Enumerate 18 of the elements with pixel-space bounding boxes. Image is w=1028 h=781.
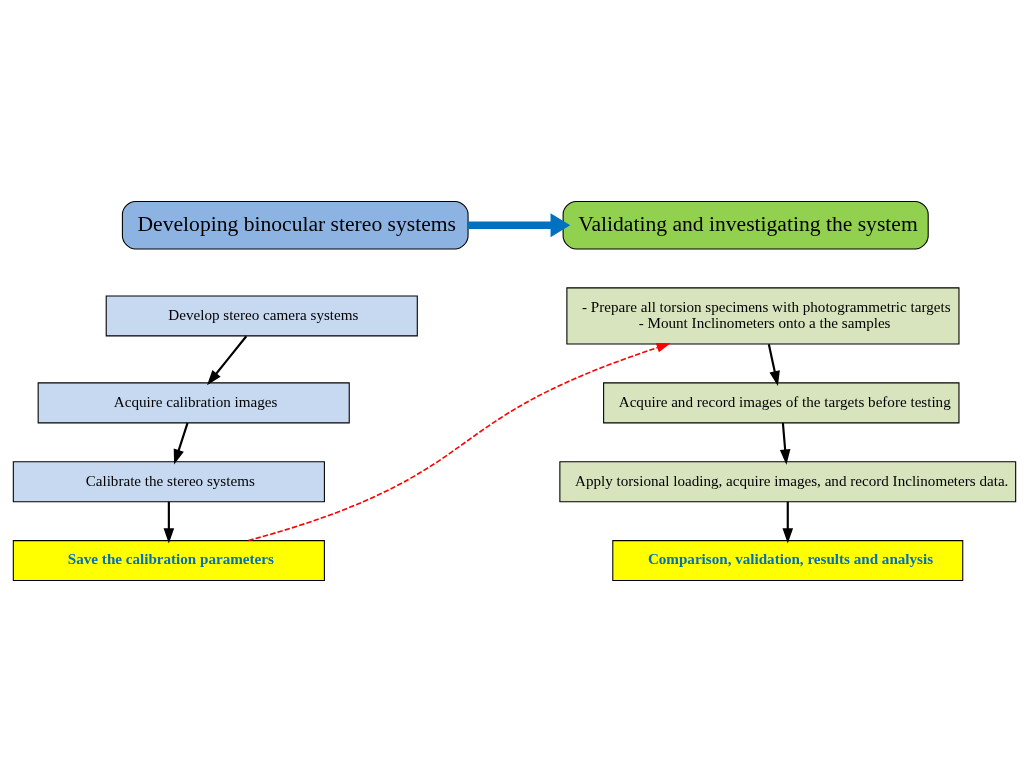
node-box: Calibrate the stereo systems: [12, 460, 325, 502]
node-box: Acquire and record images of the targets before testing: [602, 381, 959, 423]
node-box: Apply torsional loading, acquire images, and record Inclinometers data.: [558, 460, 1016, 502]
node-box: Comparison, validation, results and analysis: [611, 539, 963, 581]
arrow: [781, 501, 793, 543]
arrow: [206, 335, 247, 385]
arrow: [767, 343, 780, 386]
node-box: - Prepare all torsion specimens with photogrammetric targets - Mount Inclinometers onto a the samples: [565, 286, 959, 345]
arrow: [779, 422, 790, 465]
node-box: Validating and investigating the system: [562, 200, 929, 249]
arrow: [173, 422, 189, 464]
node-box: Develop stereo camera systems: [105, 294, 418, 336]
arrow: [247, 342, 671, 541]
node-box: Acquire calibration images: [37, 381, 350, 423]
node-box: Save the calibration parameters: [12, 539, 325, 581]
arrow: [163, 501, 174, 543]
node-box: Developing binocular stereo systems: [121, 200, 469, 249]
arrow: [467, 212, 570, 237]
